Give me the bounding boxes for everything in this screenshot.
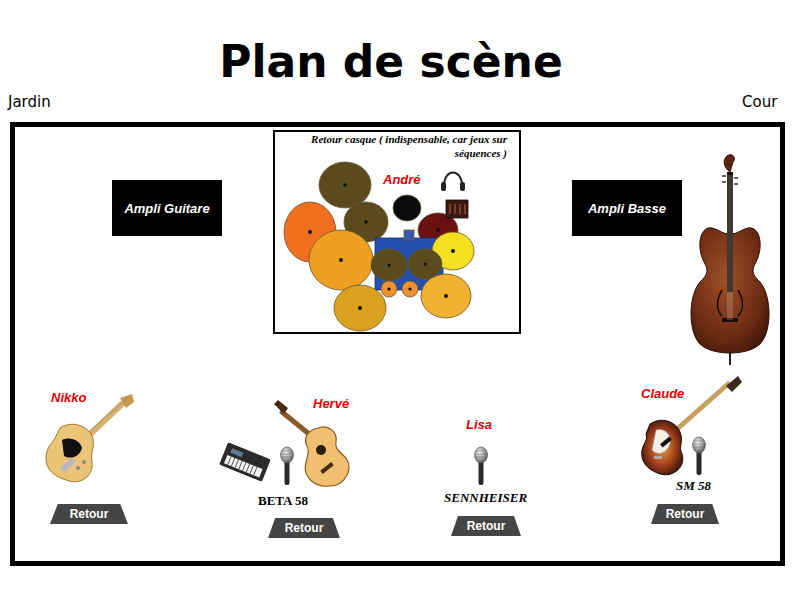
wedge-label: Retour <box>467 519 506 533</box>
page-title: Plan de scène <box>0 36 782 87</box>
microphone <box>693 437 706 475</box>
monitor-wedge: Retour <box>451 516 521 536</box>
stage-side: Jardin <box>8 93 51 111</box>
musician-name: Claude <box>641 386 684 401</box>
wedge-label: Retour <box>70 507 109 521</box>
acoustic-guitar <box>274 400 349 486</box>
headphones-icon <box>441 173 465 192</box>
monitor-wedge: Retour <box>268 518 340 538</box>
drum-riser-box: Retour casque ( indispensable, car jeux … <box>273 130 521 334</box>
electric-guitar <box>46 394 134 482</box>
musician-name: Nikko <box>51 390 86 405</box>
keyboard <box>219 442 271 481</box>
microphone <box>475 447 488 485</box>
microphone <box>281 447 294 485</box>
mic-model: BETA 58 <box>258 493 308 509</box>
amplifier-box: Ampli Guitare <box>112 180 222 236</box>
stage-side: Cour <box>742 93 777 111</box>
drum-kit <box>284 162 474 331</box>
musician-name: Lisa <box>466 417 492 432</box>
musician-name: André <box>383 172 421 188</box>
double-bass <box>691 155 769 365</box>
wedge-label: Retour <box>285 521 324 535</box>
headphone-note: Retour casque ( indispensable, car jeux … <box>285 133 507 161</box>
monitor-wedge: Retour <box>50 504 128 524</box>
mic-model: SM 58 <box>676 478 711 494</box>
amp-label: Ampli Basse <box>588 201 666 216</box>
bass-guitar <box>642 376 742 475</box>
mic-model: SENNHEISER <box>444 490 527 506</box>
amplifier-box: Ampli Basse <box>572 180 682 236</box>
monitor-wedge: Retour <box>651 504 719 524</box>
wedge-label: Retour <box>666 507 705 521</box>
musician-name: Hervé <box>313 396 349 411</box>
amp-label: Ampli Guitare <box>124 201 209 216</box>
stage-outline <box>13 125 783 564</box>
